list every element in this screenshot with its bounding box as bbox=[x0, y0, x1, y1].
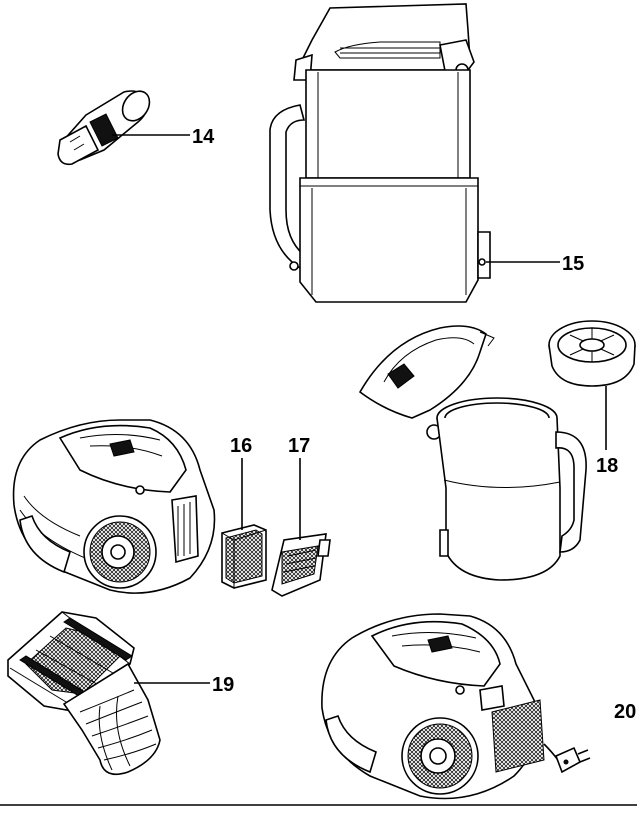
callout-15: 15 bbox=[562, 253, 584, 275]
cyclone-filter-icon bbox=[7, 611, 161, 776]
filter-grille-icon bbox=[271, 533, 331, 597]
vacuum-cleaner-icon bbox=[12, 419, 216, 594]
callout-20: 20 bbox=[614, 701, 636, 723]
callout-17: 17 bbox=[288, 435, 310, 457]
callout-16: 16 bbox=[230, 435, 252, 457]
power-cord-icon bbox=[543, 743, 591, 774]
vacuum-cleaner-cord-icon bbox=[321, 613, 545, 800]
crevice-nozzle-icon bbox=[57, 90, 151, 166]
callout-19: 19 bbox=[212, 674, 234, 696]
callout-14: 14 bbox=[192, 126, 215, 148]
container-filter-icon bbox=[358, 320, 636, 581]
exhaust-filter-icon bbox=[221, 524, 267, 589]
callout-18: 18 bbox=[596, 455, 618, 477]
dust-container-icon bbox=[269, 3, 491, 303]
